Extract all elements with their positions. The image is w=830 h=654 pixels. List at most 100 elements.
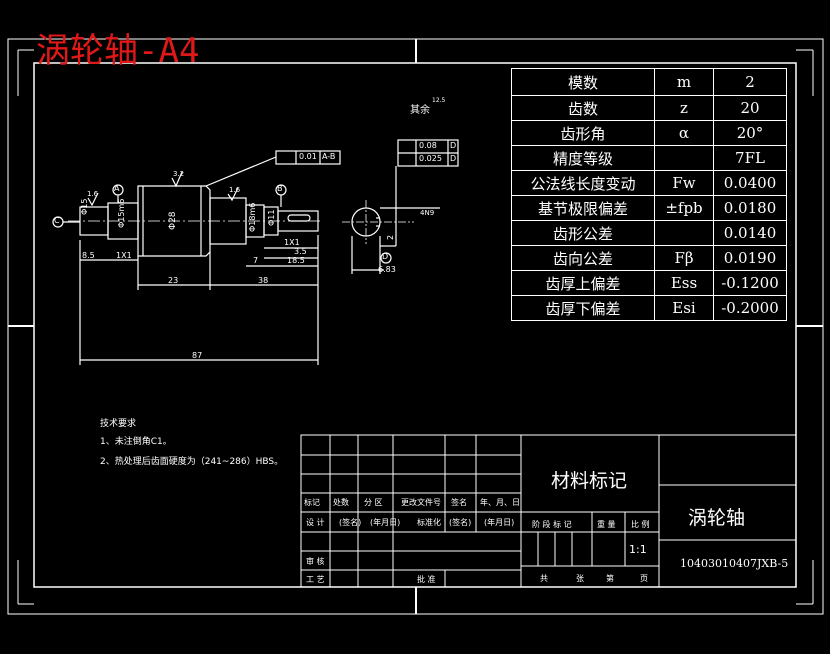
dim-3-5: 3.5 — [294, 247, 307, 256]
runout-frame-value: 0.01 — [299, 152, 317, 161]
dim-d11: Φ11 — [267, 209, 276, 226]
param-value: 0.0180 — [713, 195, 787, 221]
dim-d28: Φ28 — [168, 211, 178, 230]
param-name: 精度等级 — [511, 145, 655, 171]
roughness-value: 12.5 — [432, 97, 446, 104]
dim-2: 2 — [386, 234, 395, 240]
param-value: 2 — [713, 68, 787, 96]
tb-nianyueri3: (年月日) — [484, 518, 515, 527]
roughness-16-right: 1.6 — [229, 186, 241, 194]
param-row: 精度等级 7FL — [511, 145, 787, 171]
dim-d18m6: Φ18m6 — [248, 202, 257, 232]
param-symbol — [654, 145, 714, 171]
tb-zhang1: 张 — [576, 574, 584, 583]
roughness-32: 3.2 — [173, 170, 185, 178]
param-name: 公法线长度变动 — [511, 170, 655, 196]
param-value: 0.0400 — [713, 170, 787, 196]
scale-value: 1:1 — [629, 543, 647, 556]
tb-pizhun: 批 准 — [417, 575, 436, 584]
tolerance-bottom-value: 0.025 — [419, 154, 442, 163]
drawing-title-overlay: 涡轮轴-A4 — [36, 31, 200, 71]
datum-c-label: C — [54, 216, 60, 225]
param-symbol: Fw — [654, 170, 714, 196]
param-value: 20° — [713, 120, 787, 146]
dim-8-5: 8.5 — [82, 251, 95, 260]
tolerance-top-value: 0.08 — [419, 141, 437, 150]
tb-biaoji: 标记 — [304, 498, 320, 507]
tb-nianyueri2: (年月日) — [370, 518, 401, 527]
dim-1x1-left: 1X1 — [116, 251, 132, 260]
param-name: 齿数 — [511, 95, 655, 121]
part-name: 涡轮轴 — [688, 507, 746, 529]
tb-biaozhunhua: 标准化 — [417, 518, 441, 527]
tb-shenhe: 审 核 — [306, 557, 325, 566]
param-name: 基节极限偏差 — [511, 195, 655, 221]
dim-6-83: 6.83 — [378, 265, 396, 274]
param-symbol — [654, 220, 714, 246]
tolerance-top-ref: D — [450, 141, 457, 150]
param-value: 7FL — [713, 145, 787, 171]
tech-notes-heading: 技术要求 — [100, 419, 137, 429]
tb-jieduan: 阶 段 标 记 — [532, 520, 572, 529]
dim-23: 23 — [168, 276, 179, 285]
roughness-corner-label: 其余 — [410, 105, 430, 116]
param-name: 齿向公差 — [511, 245, 655, 271]
dim-d15: Φ15 — [80, 198, 89, 215]
dim-4n9: 4N9 — [420, 209, 435, 217]
param-name: 模数 — [511, 68, 655, 96]
dim-18-5: 18.5 — [287, 256, 305, 265]
param-value: -0.2000 — [713, 295, 787, 321]
tb-sheji: 设 计 — [306, 518, 325, 527]
param-value: 20 — [713, 95, 787, 121]
datum-b-label: B — [277, 184, 283, 193]
dim-7: 7 — [253, 256, 259, 265]
dim-1x1-right: 1X1 — [284, 238, 300, 247]
shaft-view — [52, 150, 341, 365]
tb-qianming3: (签名) — [449, 518, 472, 527]
dim-87: 87 — [192, 351, 203, 360]
runout-frame-ref: A-B — [322, 152, 336, 161]
tb-di: 第 — [606, 574, 614, 583]
param-value: 0.0190 — [713, 245, 787, 271]
param-symbol: Fβ — [654, 245, 714, 271]
tb-gong: 共 — [540, 574, 548, 583]
tb-chushu: 处数 — [333, 498, 349, 507]
drawing-number: 10403010407JXB-5 — [680, 557, 789, 570]
param-symbol: m — [654, 68, 714, 96]
roughness-16-left: 1.6 — [87, 190, 99, 198]
material-mark: 材料标记 — [551, 470, 628, 492]
tech-note-1: 1、未注倒角C1。 — [100, 437, 172, 447]
datum-d-label: D — [382, 252, 389, 261]
param-value: 0.0140 — [713, 220, 787, 246]
tech-note-2: 2、热处理后齿面硬度为（241~286）HBS。 — [100, 457, 284, 467]
param-symbol: z — [654, 95, 714, 121]
tb-gengai: 更改文件号 — [401, 498, 441, 507]
tb-qianming: 签名 — [451, 498, 467, 507]
tb-gongyi: 工 艺 — [306, 575, 325, 584]
tb-bili: 比 例 — [631, 520, 650, 529]
datum-a-label: A — [114, 184, 120, 193]
tb-qianming2: (签名) — [339, 518, 362, 527]
dim-38: 38 — [258, 276, 269, 285]
param-value: -0.1200 — [713, 270, 787, 296]
param-symbol: ±fpb — [654, 195, 714, 221]
param-symbol: Ess — [654, 270, 714, 296]
param-name: 齿厚下偏差 — [511, 295, 655, 321]
param-name: 齿厚上偏差 — [511, 270, 655, 296]
param-symbol: Esi — [654, 295, 714, 321]
param-name: 齿形角 — [511, 120, 655, 146]
param-name: 齿形公差 — [511, 220, 655, 246]
tb-zhongliang: 重 量 — [597, 520, 616, 529]
tb-fenqu: 分 区 — [364, 498, 383, 507]
tb-zhang2: 页 — [640, 574, 648, 583]
